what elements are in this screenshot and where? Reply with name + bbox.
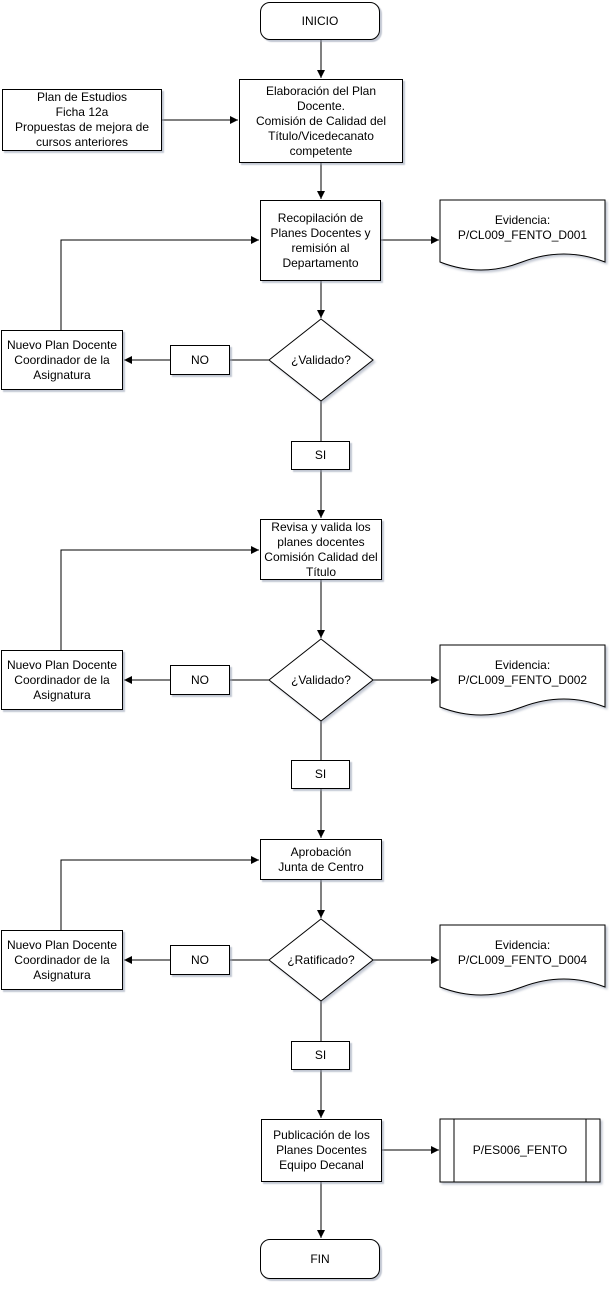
node-fin: FIN [260, 1239, 380, 1279]
node-si-3: SI [291, 1041, 350, 1070]
node-no-1: NO [170, 345, 230, 375]
edge-nuevo-plan-2-to-revisa [60, 546, 259, 650]
decision-validado-1-shape [268, 318, 374, 402]
node-si-1: SI [291, 441, 350, 470]
decision-ratificado-shape [268, 918, 374, 1002]
node-nuevo-plan-docente-3: Nuevo Plan Docente Coordinador de la Asi… [1, 930, 123, 990]
predefined-process-p-es006-shape [439, 1118, 601, 1183]
edge-nuevo-plan-1-to-recopilacion [60, 236, 259, 330]
node-no-2: NO [170, 665, 230, 695]
node-revisa-valida-planes: Revisa y valida los planes docentes Comi… [260, 519, 382, 580]
node-nuevo-plan-docente-2: Nuevo Plan Docente Coordinador de la Asi… [1, 650, 123, 710]
decision-validado-2-shape [268, 638, 374, 722]
node-plan-estudios: Plan de Estudios Ficha 12a Propuestas de… [2, 89, 162, 151]
node-no-3: NO [170, 945, 230, 975]
node-aprobacion-junta-centro: Aprobación Junta de Centro [260, 839, 382, 880]
node-recopilacion-planes: Recopilación de Planes Docentes y remisi… [260, 200, 381, 281]
node-inicio: INICIO [260, 2, 380, 40]
node-nuevo-plan-docente-1: Nuevo Plan Docente Coordinador de la Asi… [1, 330, 123, 390]
document-evidencia-d004-shape [439, 924, 606, 996]
node-publicacion-planes: Publicación de los Planes Docentes Equip… [261, 1119, 382, 1182]
node-elaboracion-plan-docente: Elaboración del Plan Docente. Comisión d… [239, 79, 403, 163]
document-evidencia-d001-shape [439, 199, 606, 271]
edge-nuevo-plan-3-to-aprobacion [60, 856, 259, 930]
node-si-2: SI [291, 760, 350, 789]
document-evidencia-d002-shape [439, 644, 606, 716]
